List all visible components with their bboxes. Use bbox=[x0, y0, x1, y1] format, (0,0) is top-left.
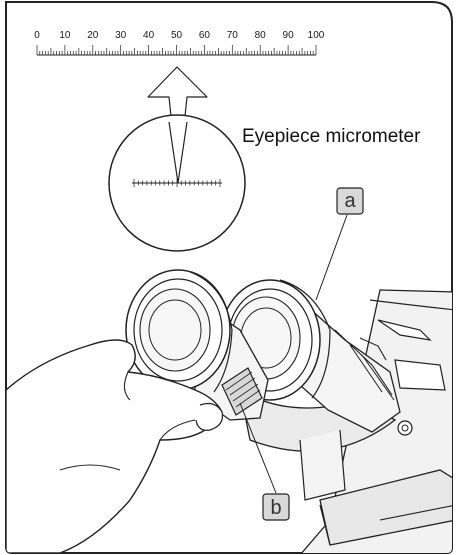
scale-tick-label: 0 bbox=[34, 30, 40, 41]
scale-tick-label: 50 bbox=[171, 30, 183, 41]
scale-tick-label: 100 bbox=[308, 30, 325, 41]
scale-tick-label: 40 bbox=[143, 30, 155, 41]
hand bbox=[6, 339, 224, 553]
scale-tick-label: 10 bbox=[59, 30, 71, 41]
scale-tick-label: 90 bbox=[283, 30, 295, 41]
callout-b-label: b bbox=[270, 497, 281, 519]
scale-labels: 0 10 20 30 40 50 60 70 80 90 100 bbox=[34, 30, 325, 41]
scale-tick-label: 80 bbox=[255, 30, 267, 41]
scale-tick-label: 60 bbox=[199, 30, 211, 41]
callout-a-label: a bbox=[344, 190, 356, 212]
callout-a: a bbox=[315, 187, 364, 301]
microscope-head bbox=[6, 269, 452, 553]
eyepiece-view-circle bbox=[108, 114, 246, 252]
eyepiece-micrometer-label: Eyepiece micrometer bbox=[242, 126, 421, 147]
scale-tick-label: 70 bbox=[227, 30, 239, 41]
scale-tick-label: 20 bbox=[87, 30, 99, 41]
diopter-ring-knurl bbox=[221, 367, 263, 416]
callout-b: b bbox=[239, 402, 290, 521]
reticle-ticks bbox=[133, 179, 221, 187]
scale-tick-label: 30 bbox=[115, 30, 127, 41]
left-eyepiece bbox=[125, 269, 269, 421]
scale-ticks bbox=[36, 45, 317, 55]
micrometer-scale: 0 10 20 30 40 50 60 70 80 90 100 bbox=[34, 30, 325, 56]
